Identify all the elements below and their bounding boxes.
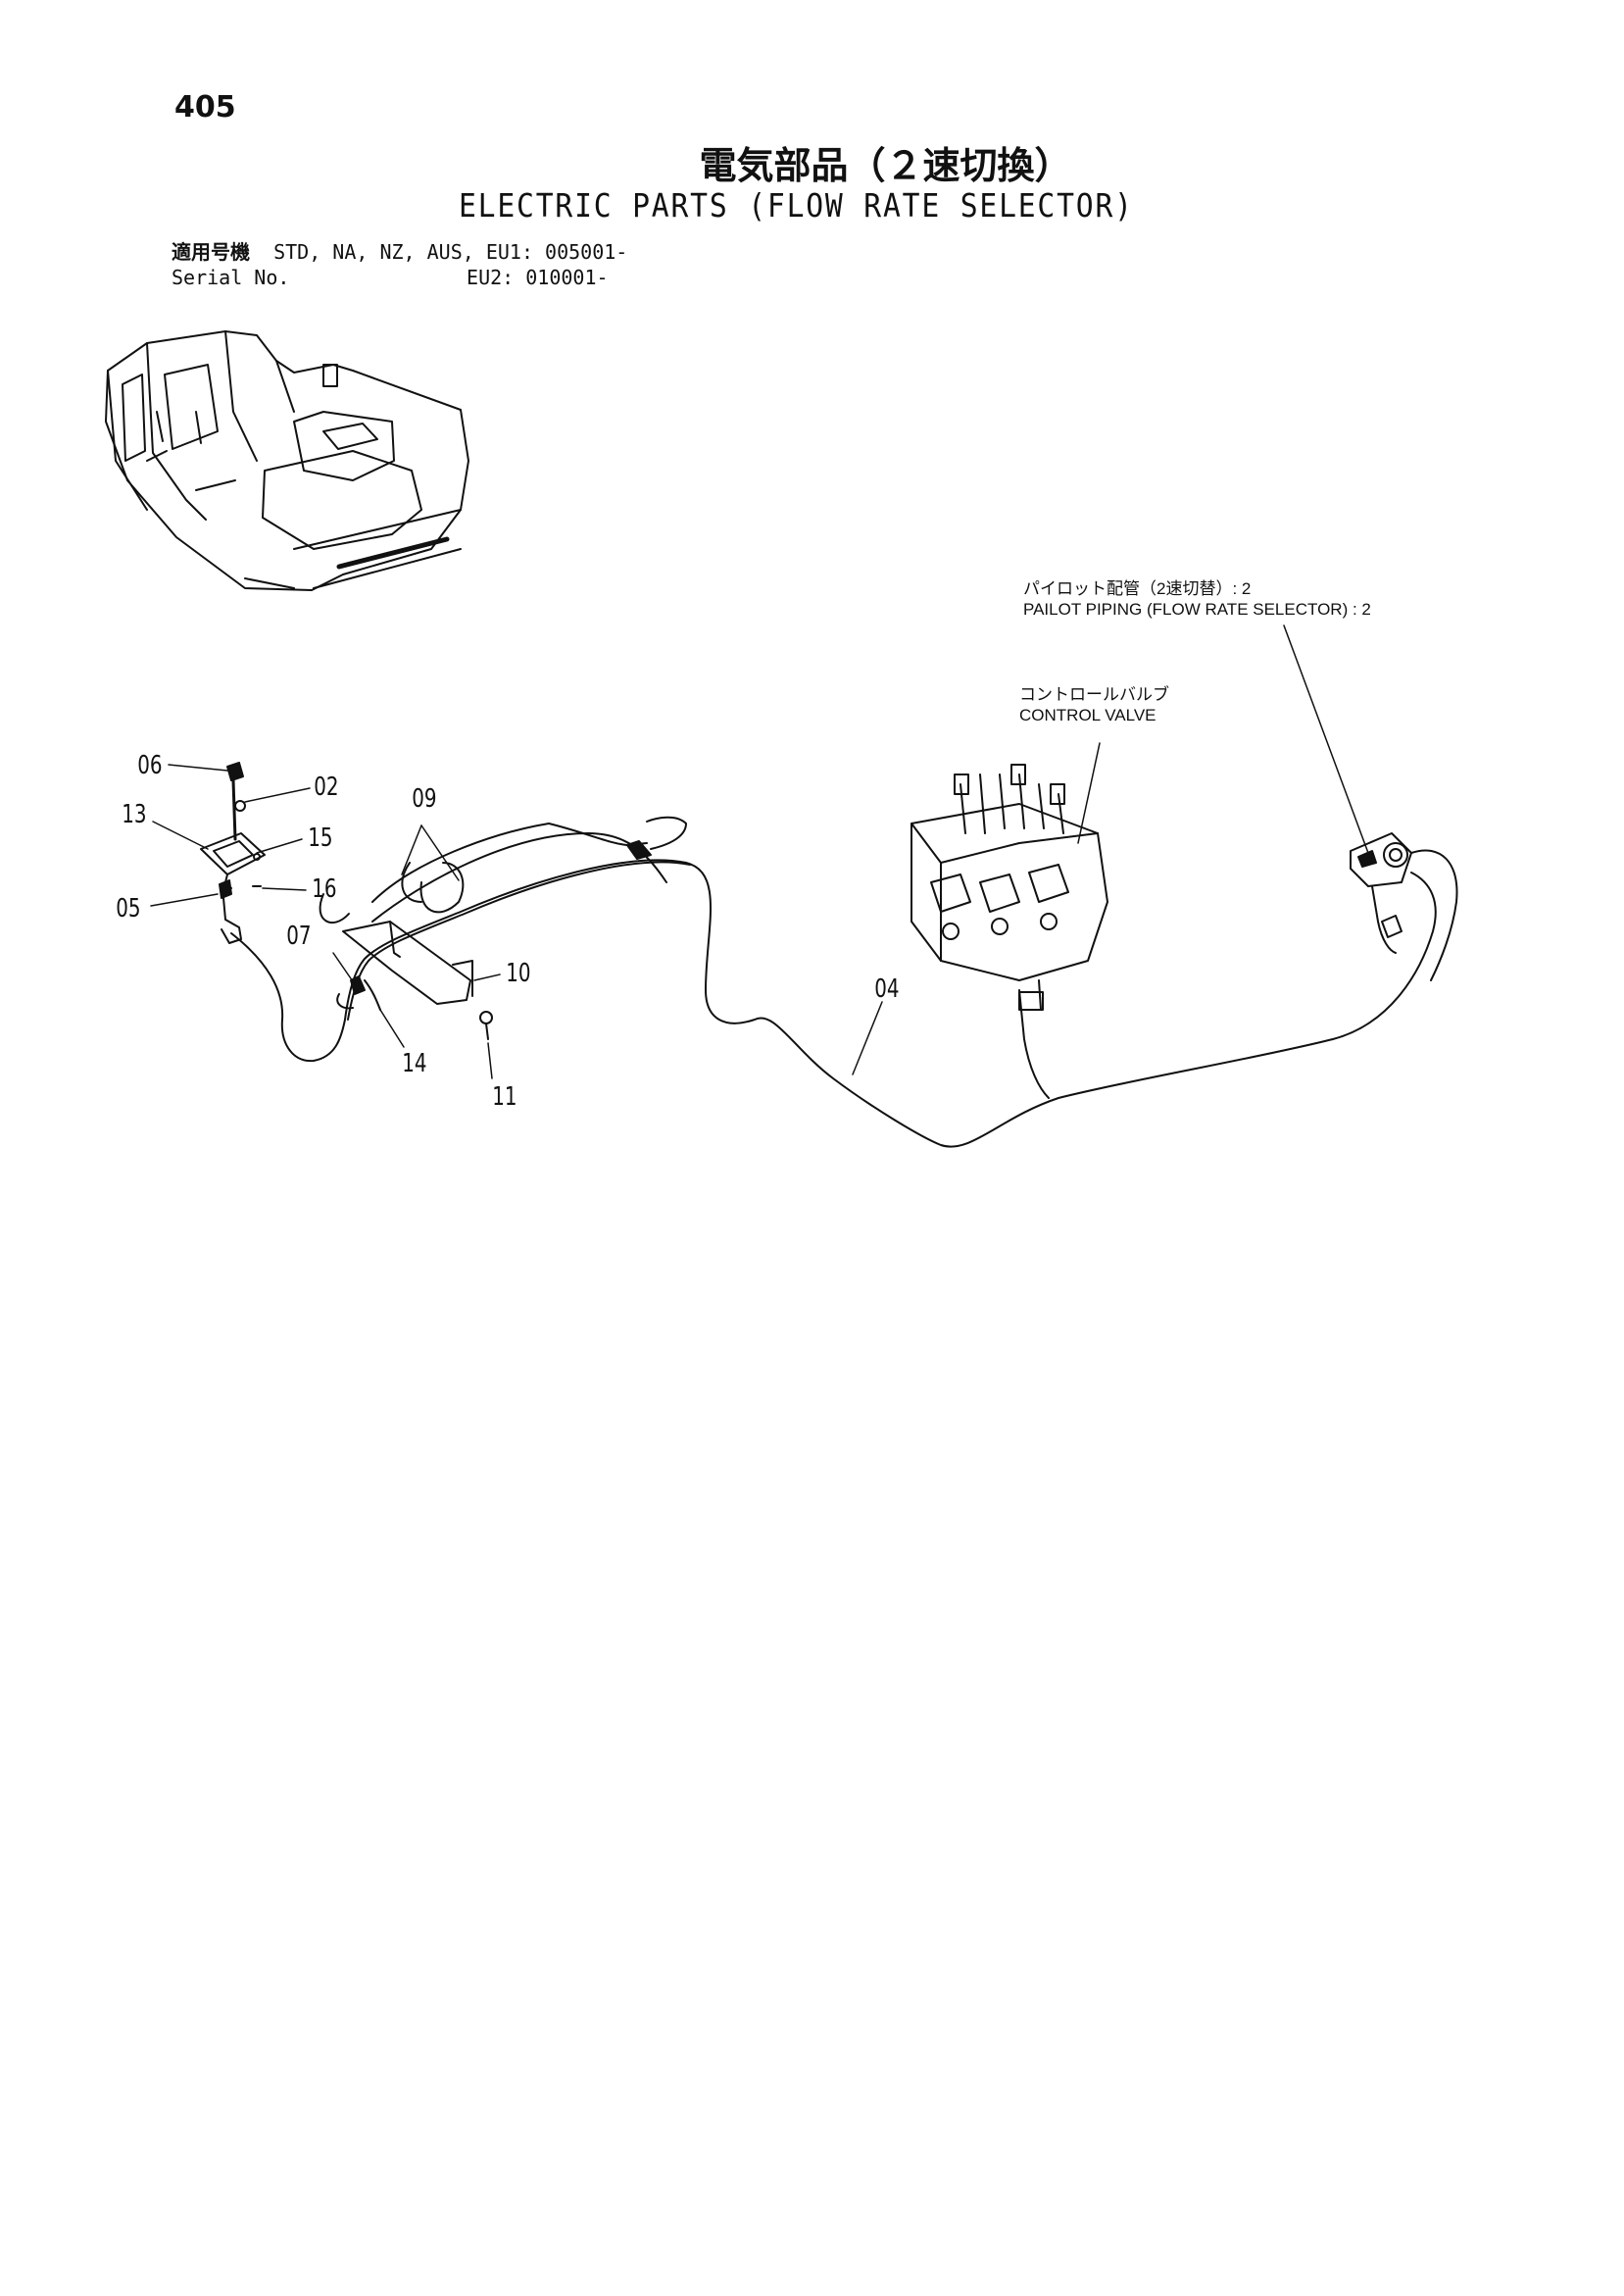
pilot-piping-illustration xyxy=(1350,832,1458,981)
serial-line-1: STD, NA, NZ, AUS, EU1: 005001- xyxy=(273,240,628,264)
switch-assembly xyxy=(200,762,346,1063)
serial-line-2: EU2: 010001- xyxy=(467,266,609,289)
serial-block: 適用号機 STD, NA, NZ, AUS, EU1: 005001- Seri… xyxy=(172,239,627,290)
part-label-04: 04 xyxy=(874,974,900,1004)
title-japanese: 電気部品（２速切換） xyxy=(699,144,1072,187)
part-label-13: 13 xyxy=(122,800,147,829)
part-label-02: 02 xyxy=(314,773,339,802)
title-english: ELECTRIC PARTS (FLOW RATE SELECTOR) xyxy=(459,186,1134,225)
part-label-07: 07 xyxy=(286,922,312,951)
serial-label-en: Serial No. xyxy=(172,266,290,289)
page-number: 405 xyxy=(174,90,236,125)
part-label-15: 15 xyxy=(308,824,333,853)
leader-lines xyxy=(150,624,1369,1079)
part-label-11: 11 xyxy=(492,1082,517,1112)
part-label-16: 16 xyxy=(312,874,337,904)
part-label-05: 05 xyxy=(116,894,141,923)
part-label-09: 09 xyxy=(412,784,437,814)
control-valve-illustration xyxy=(910,764,1108,1011)
pilot-piping-label-jp: パイロット配管（2速切替）: 2 xyxy=(1023,579,1252,598)
control-valve-label-jp: コントロールバルブ xyxy=(1019,685,1169,704)
bracket-and-clamps xyxy=(319,862,493,1040)
control-valve-label-en: CONTROL VALVE xyxy=(1019,706,1156,724)
excavator-overview-illustration xyxy=(105,330,469,591)
control-valve-callout: コントロールバルブ CONTROL VALVE xyxy=(1019,684,1169,725)
pilot-piping-callout: パイロット配管（2速切替）: 2 PAILOT PIPING (FLOW RAT… xyxy=(1023,578,1371,620)
pilot-piping-label-en: PAILOT PIPING (FLOW RATE SELECTOR) : 2 xyxy=(1023,600,1371,619)
part-label-14: 14 xyxy=(402,1049,427,1078)
part-label-10: 10 xyxy=(506,959,531,988)
serial-label-jp: 適用号機 xyxy=(172,240,250,264)
part-label-06: 06 xyxy=(137,751,163,780)
wire-harness-04 xyxy=(344,816,1437,1148)
